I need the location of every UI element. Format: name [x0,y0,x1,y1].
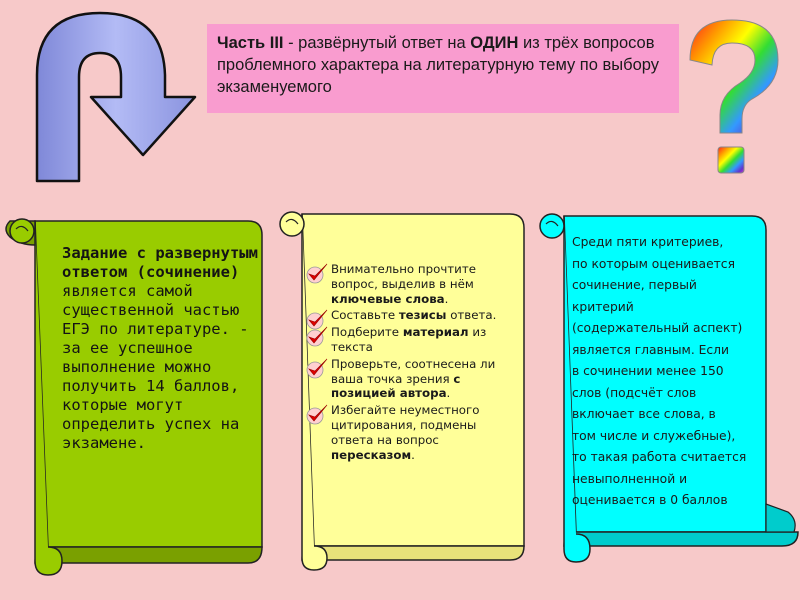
checklist-item: Внимательно прочтите вопрос, выделив в н… [303,262,521,306]
checklist-item: Подберите материал из текста [303,325,521,355]
checklist-item-suffix: . [444,291,449,306]
checklist-item-text: Внимательно прочтите вопрос, выделив в н… [331,262,476,291]
right-panel-line: сочинение, первый [572,278,697,292]
checklist-item-text: Проверьте, соотнесена ли ваша точка зрен… [331,356,496,386]
checklist-item-bold: материал [402,325,469,340]
right-panel-line: невыполненной и [572,471,688,486]
left-panel-text: Задание с развернутым ответом (сочинение… [62,244,262,453]
right-panel-line: оценивается в 0 баллов [572,493,728,507]
cyan-scroll [532,204,800,574]
left-panel-lead: Задание с развернутым ответом (сочинение… [62,244,258,281]
checklist-item-text: Составьте [331,308,399,323]
red-checkmark-icon [305,325,329,347]
checklist-item: Избегайте неуместного цитирования, подме… [303,403,521,462]
red-checkmark-icon [305,403,329,425]
checklist-item-text: Избегайте неуместного цитирования, подме… [331,403,480,447]
checklist-item-suffix: из текста [331,325,487,354]
u-turn-arrow-icon [35,11,197,183]
right-panel-line: в сочинении менее 150 [572,364,724,378]
right-panel-line: то такая работа считается [572,450,747,464]
checklist-item-text: Подберите [331,325,403,340]
right-panel-line: критерий [572,299,634,314]
header-bold-word: ОДИН [470,34,519,52]
checklist-item-suffix: ответа. [446,308,497,323]
green-scroll [0,203,263,577]
red-checkmark-icon [305,357,329,379]
checklist-item-suffix: . [446,386,451,401]
right-panel-text: Среди пяти критериев, по которым оценивае… [572,232,772,512]
title-box: Часть III - развёрнутый ответ на ОДИН из… [207,24,679,113]
right-panel-line: по которым оценивается [572,256,735,271]
right-panel-line: том числе и служебные), [572,428,736,443]
checklist-item: Проверьте, соотнесена ли ваша точка зрен… [303,357,521,401]
middle-panel-list: Внимательно прочтите вопрос, выделив в н… [303,262,521,464]
right-panel-line: слов (подсчёт слов [572,385,697,400]
checklist-item-bold: пересказом [331,447,412,462]
right-panel-line: является главным. Если [572,342,730,357]
right-panel-line: Среди пяти критериев, [572,235,724,249]
header-text-2: из трёх вопросов проблемного характера н… [217,34,659,96]
checklist-item: Составьте тезисы ответа. [303,308,521,330]
left-panel-body: является самой существенной частью ЕГЭ п… [62,282,249,452]
red-checkmark-icon [305,308,329,330]
part-label: Часть III [217,34,284,52]
checklist-item-bold: ключевые слова [331,291,445,306]
header-text-1: - развёрнутый ответ на [283,34,471,52]
right-panel-line: включает все слова, в [572,407,716,421]
right-panel-line: (содержательный аспект) [572,321,743,335]
red-checkmark-icon [305,262,329,284]
checklist-item-bold: тезисы [398,308,447,323]
rainbow-question-mark-icon [689,19,779,174]
checklist-item-suffix: . [411,447,415,462]
yellow-scroll [272,200,527,572]
checklist-item-bold: с позицией автора [331,371,461,401]
